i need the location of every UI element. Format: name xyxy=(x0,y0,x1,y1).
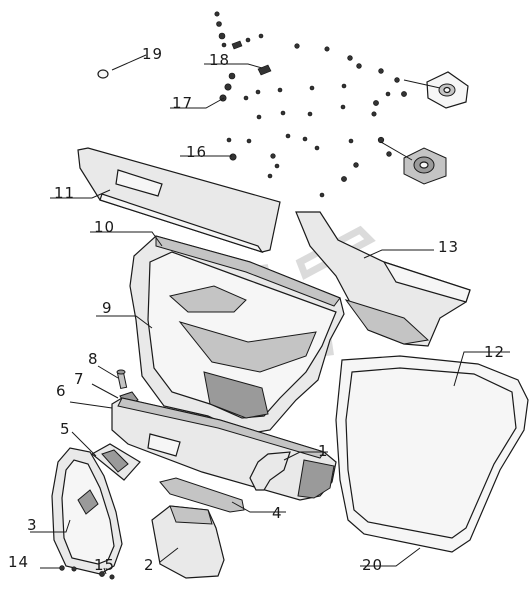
callout-7: 7 xyxy=(74,370,85,388)
part-4-pull-handle xyxy=(159,477,245,513)
callout-4: 4 xyxy=(272,504,283,522)
part-2-door-pocket xyxy=(151,505,225,579)
part-12-door-inner-sheet xyxy=(335,355,529,553)
callout-16: 16 xyxy=(186,143,207,161)
callout-14: 14 xyxy=(8,553,29,571)
part-8-bolt xyxy=(116,369,128,390)
part-9-door-trim-carrier xyxy=(129,235,345,435)
fastener-clips xyxy=(214,11,407,198)
callout-2: 2 xyxy=(144,556,155,574)
part-5-switch-bezel xyxy=(90,443,141,481)
callout-3: 3 xyxy=(27,516,38,534)
callout-8: 8 xyxy=(88,350,99,368)
part-11-upper-trim-strip xyxy=(77,147,281,254)
part-13-panel-upper-section xyxy=(295,211,471,347)
speaker-grommet-upper xyxy=(403,71,469,109)
callout-9: 9 xyxy=(102,299,113,317)
callout-5: 5 xyxy=(60,420,71,438)
callout-6: 6 xyxy=(56,382,67,400)
callout-1: 1 xyxy=(318,442,329,460)
speaker-grommet-lower xyxy=(380,141,447,185)
callout-12: 12 xyxy=(484,343,505,361)
part-1-bracket xyxy=(249,451,291,491)
part-6-armrest-bar xyxy=(111,397,337,501)
callout-10: 10 xyxy=(94,218,115,236)
part-19-plug xyxy=(97,69,109,79)
callout-13: 13 xyxy=(438,238,459,256)
parts-14-15-screws xyxy=(59,565,115,580)
callout-19: 19 xyxy=(142,45,163,63)
callout-15: 15 xyxy=(94,556,115,574)
leader-lines xyxy=(30,54,510,575)
part-3-speaker-grille xyxy=(51,447,123,575)
callout-17: 17 xyxy=(172,94,193,112)
callout-18: 18 xyxy=(209,51,230,69)
callout-20: 20 xyxy=(362,556,383,574)
callout-11: 11 xyxy=(54,184,75,202)
